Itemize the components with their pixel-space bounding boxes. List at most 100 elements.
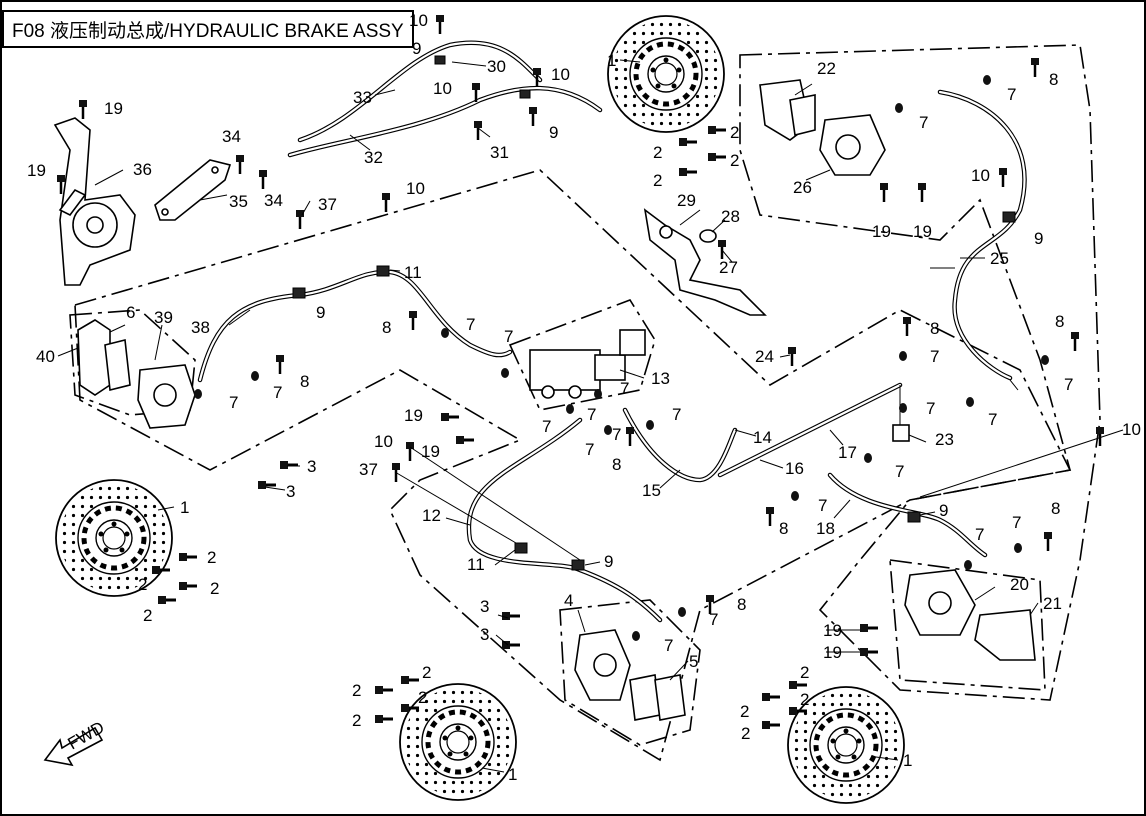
group-outline-front-right-caliper [559, 599, 701, 746]
callout-23: 23 [935, 430, 954, 449]
callout-7: 7 [895, 462, 904, 481]
callout-7: 7 [818, 496, 827, 515]
callout-10: 10 [406, 179, 425, 198]
callout-19: 19 [421, 442, 440, 461]
callout-37: 37 [359, 460, 378, 479]
callout-9: 9 [412, 39, 421, 58]
callout-9: 9 [939, 501, 948, 520]
callout-34: 34 [264, 191, 283, 210]
callout-19: 19 [823, 621, 842, 640]
callout-28: 28 [721, 207, 740, 226]
callout-7: 7 [672, 405, 681, 424]
callout-7: 7 [709, 610, 718, 629]
callout-10: 10 [409, 11, 428, 30]
rear-caliper-top [759, 79, 886, 176]
callout-2: 2 [422, 663, 431, 682]
brake-pedal [643, 208, 767, 316]
callout-11: 11 [404, 263, 422, 282]
hose-clamps [292, 55, 1016, 571]
callout-20: 20 [1010, 575, 1029, 594]
callout-8: 8 [779, 519, 788, 538]
callout-7: 7 [542, 417, 551, 436]
callout-2: 2 [207, 548, 216, 567]
hose-lines [197, 40, 1027, 623]
cable-bracket [154, 159, 232, 221]
callout-34: 34 [222, 127, 241, 146]
callout-7: 7 [229, 393, 238, 412]
callout-2: 2 [741, 724, 750, 743]
callout-32: 32 [364, 148, 383, 167]
callout-2: 2 [800, 663, 809, 682]
front-left-caliper [77, 319, 196, 429]
callout-36: 36 [133, 160, 152, 179]
callout-12: 12 [422, 506, 441, 525]
callout-4: 4 [564, 591, 573, 610]
callout-1: 1 [508, 765, 517, 784]
brake-disc-left [56, 480, 172, 596]
parking-brake-lever [53, 117, 136, 286]
callout-9: 9 [604, 552, 613, 571]
callout-2: 2 [740, 702, 749, 721]
callout-15: 15 [642, 481, 661, 500]
callout-33: 33 [353, 88, 372, 107]
callout-3: 3 [307, 457, 316, 476]
callout-27: 27 [719, 258, 738, 277]
callout-7: 7 [664, 636, 673, 655]
callout-2: 2 [352, 711, 361, 730]
leader-lines [57, 59, 1124, 773]
callout-19: 19 [104, 99, 123, 118]
callout-35: 35 [229, 192, 248, 211]
group-outline-rear-left-caliper [889, 559, 1046, 691]
callout-7: 7 [975, 525, 984, 544]
callout-9: 9 [1034, 229, 1043, 248]
callout-21: 21 [1043, 594, 1062, 613]
callout-3: 3 [480, 597, 489, 616]
callout-10: 10 [971, 166, 990, 185]
three-way-joint [892, 385, 910, 442]
callout-25: 25 [990, 249, 1009, 268]
callout-19: 19 [404, 406, 423, 425]
callout-11: 11 [467, 555, 485, 574]
callout-8: 8 [1049, 70, 1058, 89]
group-outline-rear-caliper [739, 44, 1101, 701]
callout-19: 19 [823, 643, 842, 662]
callout-2: 2 [418, 688, 427, 707]
callout-18: 18 [816, 519, 835, 538]
callout-3: 3 [480, 625, 489, 644]
callout-10: 10 [551, 65, 570, 84]
group-outline-master-cylinder [508, 299, 656, 411]
callout-38: 38 [191, 318, 210, 337]
callout-10: 10 [1122, 420, 1141, 439]
callout-17: 17 [838, 443, 857, 462]
callout-7: 7 [930, 347, 939, 366]
callout-1: 1 [607, 51, 616, 70]
callout-19: 19 [913, 222, 932, 241]
callout-8: 8 [737, 595, 746, 614]
callout-2: 2 [653, 171, 662, 190]
callout-1: 1 [903, 751, 912, 770]
callout-7: 7 [988, 410, 997, 429]
callout-7: 7 [1007, 85, 1016, 104]
callout-2: 2 [210, 579, 219, 598]
callout-10: 10 [374, 432, 393, 451]
callout-2: 2 [143, 606, 152, 625]
callout-40: 40 [36, 347, 55, 366]
callout-24: 24 [755, 347, 774, 366]
callout-19: 19 [872, 222, 891, 241]
callout-26: 26 [793, 178, 812, 197]
callout-10: 10 [433, 79, 452, 98]
callout-2: 2 [352, 681, 361, 700]
callout-5: 5 [689, 652, 698, 671]
callout-7: 7 [620, 379, 629, 398]
callout-8: 8 [612, 455, 621, 474]
callout-8: 8 [1051, 499, 1060, 518]
callout-7: 7 [504, 327, 513, 346]
fwd-arrow: FWD [43, 718, 108, 767]
callout-7: 7 [585, 440, 594, 459]
callout-31: 31 [490, 143, 509, 162]
brake-disc-top [608, 16, 724, 132]
callout-7: 7 [926, 399, 935, 418]
callout-7: 7 [612, 425, 621, 444]
master-cylinder [529, 329, 646, 399]
